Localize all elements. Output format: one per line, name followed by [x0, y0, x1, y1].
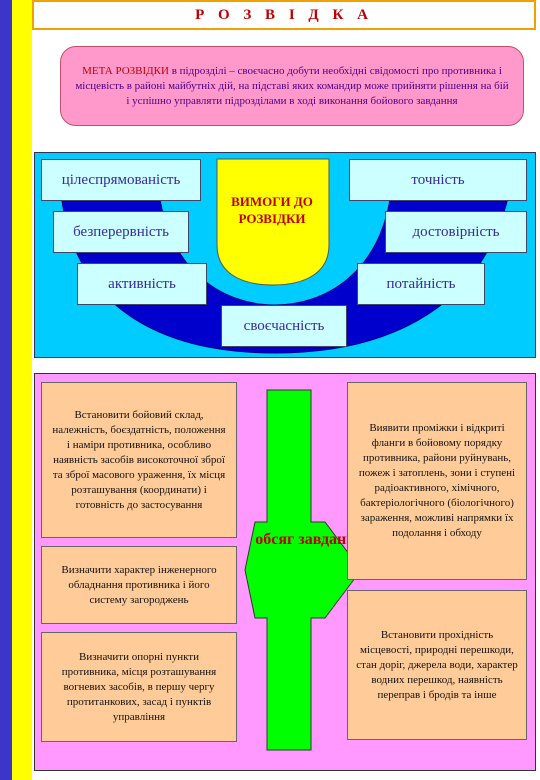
task-right-1: Виявити проміжки і відкриті фланги в бой… — [347, 382, 527, 580]
req-activity: активність — [77, 263, 207, 305]
left-yellow-stripe — [12, 0, 32, 780]
req-accuracy: точність — [349, 159, 527, 201]
goal-text-block: МЕТА РОЗВІДКИ в підрозділі – своєчасно д… — [73, 64, 511, 109]
req-reliability: достовірність — [385, 211, 527, 253]
task-right-2: Встановити прохідність місцевості, приро… — [347, 590, 527, 740]
title-banner: Р О З В І Д К А — [32, 0, 536, 30]
goal-text: в підрозділі – своєчасно добути необхідн… — [75, 64, 509, 107]
task-left-2: Визначити характер інженерного обладнанн… — [41, 546, 237, 624]
requirements-center-label: ВИМОГИ ДО РОЗВІДКИ — [231, 194, 313, 226]
tasks-center-label: обсяг завдань — [255, 531, 355, 548]
req-timeliness: своєчасність — [221, 305, 347, 347]
req-continuity: безперервність — [53, 211, 189, 253]
tasks-panel: обсяг завдань Встановити бойовий склад, … — [34, 373, 536, 771]
requirements-panel: ВИМОГИ ДО РОЗВІДКИ цілеспрямованість точ… — [34, 152, 536, 358]
goal-box: МЕТА РОЗВІДКИ в підрозділі – своєчасно д… — [60, 46, 524, 126]
tasks-arrow-graphic — [244, 389, 362, 751]
goal-heading: МЕТА РОЗВІДКИ — [82, 64, 169, 77]
req-secrecy: потайність — [357, 263, 485, 305]
task-left-3: Визначити опорні пункти противника, місц… — [41, 632, 237, 742]
task-left-1: Встановити бойовий склад, належність, бо… — [41, 382, 237, 538]
left-blue-stripe — [0, 0, 12, 780]
page-title: Р О З В І Д К А — [195, 6, 373, 23]
double-arrow-shape — [244, 389, 362, 751]
req-purposefulness: цілеспрямованість — [41, 159, 201, 201]
requirements-shield — [216, 158, 330, 286]
